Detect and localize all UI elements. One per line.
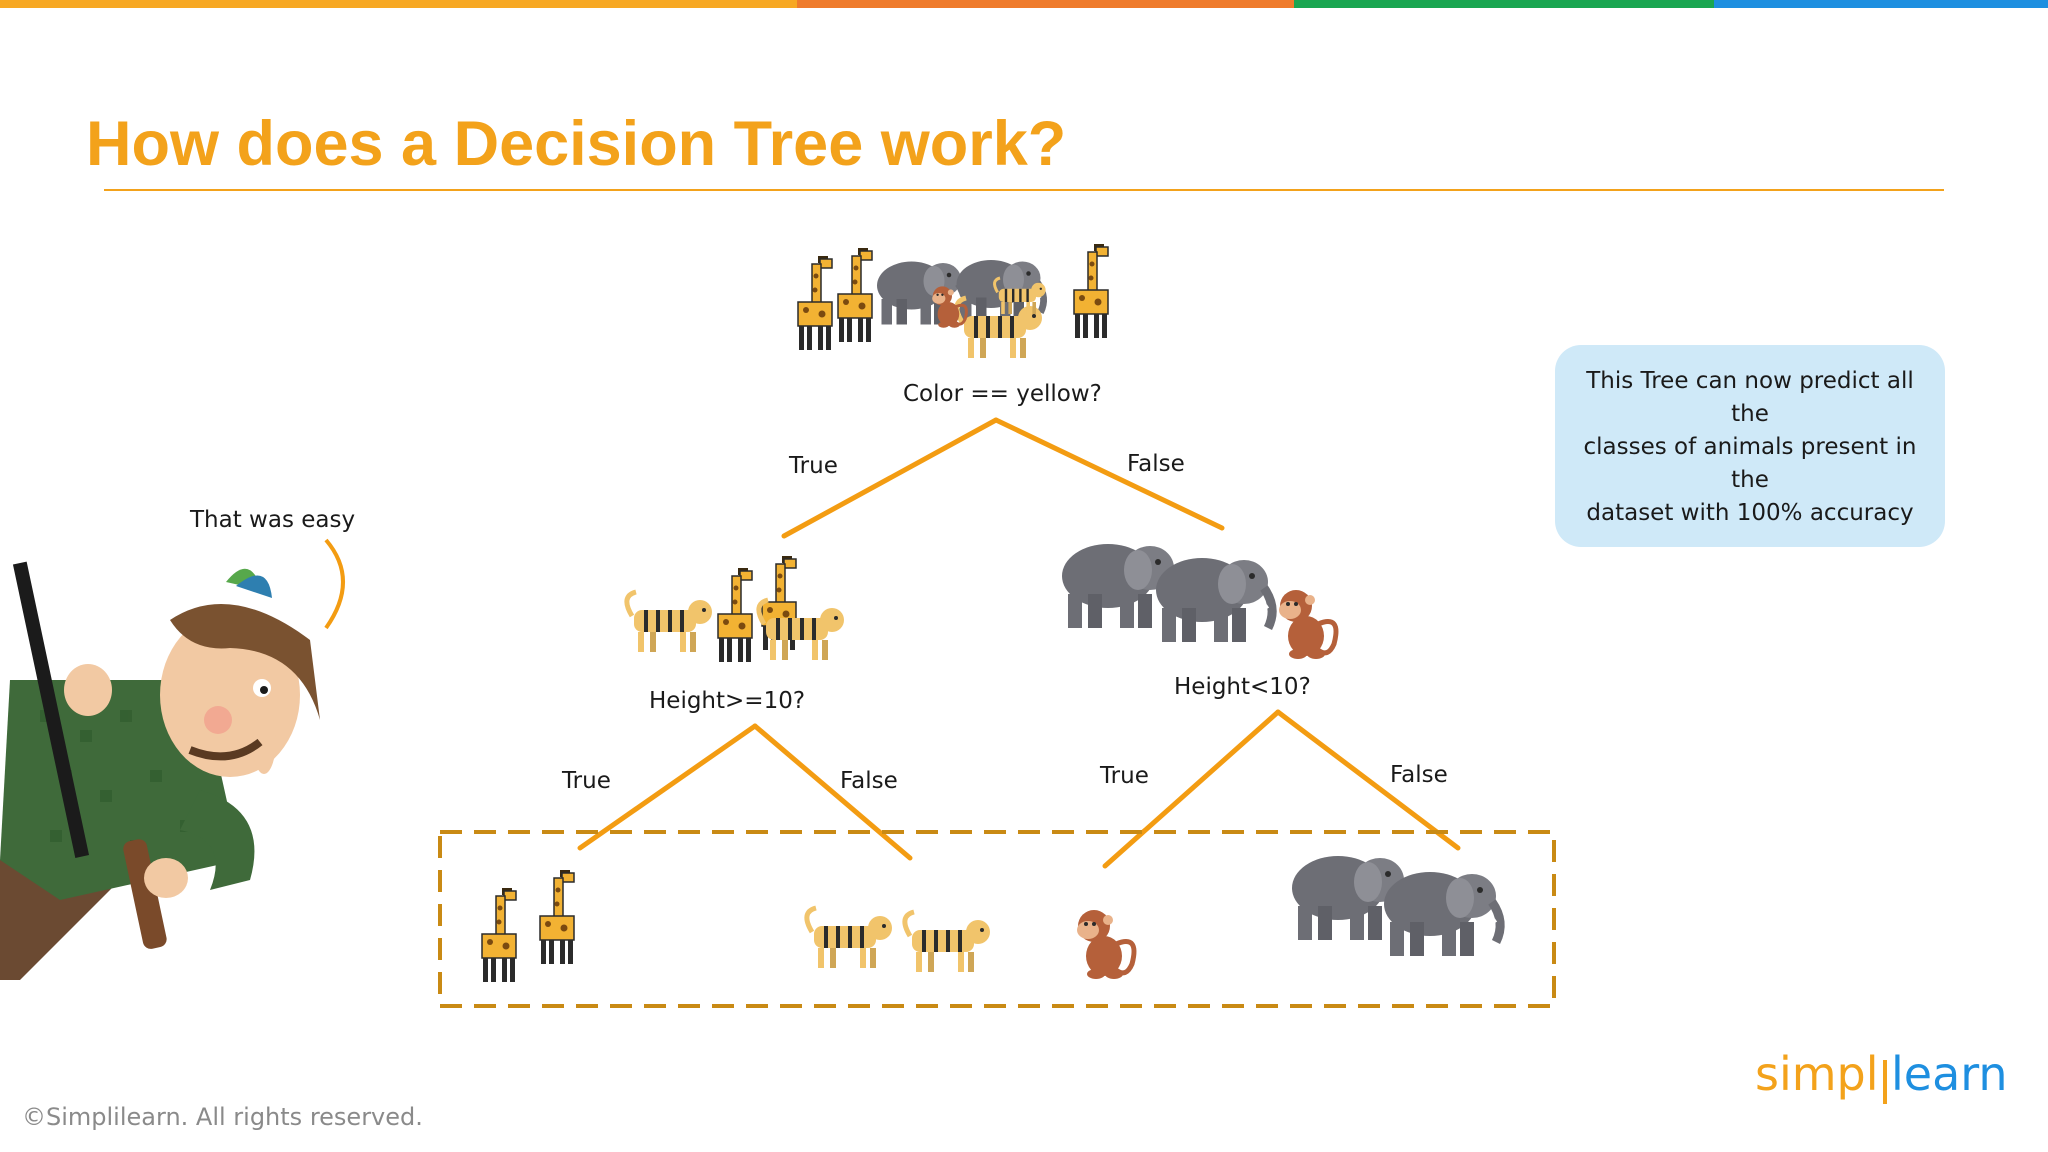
brand-left: simpl [1755,1047,1879,1101]
top-color-bar [0,0,2048,8]
branch-left-true [577,723,758,851]
bar-segment-blue [1714,0,2048,8]
copyright-text: ©Simplilearn. All rights reserved. [22,1103,423,1131]
note-line-1: This Tree can now predict all the [1586,368,1914,427]
note-line-3: dataset with 100% accuracy [1586,500,1914,526]
right-question: Height<10? [1174,674,1311,700]
root-false-label: False [1127,451,1185,477]
prediction-note: This Tree can now predict all the classe… [1555,345,1945,547]
simplilearn-logo: simpl learn [1755,1047,2008,1104]
leaf-tigers [800,890,1020,990]
left-question: Height>=10? [649,688,806,714]
branch-right-true [1102,709,1281,869]
root-animal-group [797,243,1109,362]
leaf-monkey [1066,898,1166,998]
root-true-label: True [789,453,838,479]
note-line-2: classes of animals present in the [1583,434,1917,493]
branch-left-false [752,723,913,861]
left-false-label: False [840,768,898,794]
right-node-animals [1056,524,1366,674]
bar-segment-red-orange [797,0,1294,8]
page-title: How does a Decision Tree work? [86,109,1067,179]
root-question: Color == yellow? [903,381,1102,407]
speech-text: That was easy [190,507,356,533]
branch-root-false [993,417,1225,531]
leaf-elephants [1284,836,1554,996]
right-true-label: True [1100,763,1149,789]
bar-segment-orange [0,0,797,8]
hunter-illustration [0,561,320,980]
speech-tail [324,538,345,630]
branch-right-false [1275,709,1461,851]
title-underline [104,189,1944,191]
brand-right: learn [1891,1047,2008,1101]
right-false-label: False [1390,762,1448,788]
leaf-box [438,830,1556,1008]
left-true-label: True [562,768,611,794]
branch-root-true [781,417,999,539]
leaf-giraffes [481,869,575,983]
bar-segment-green [1294,0,1714,8]
left-node-animals [620,555,870,663]
